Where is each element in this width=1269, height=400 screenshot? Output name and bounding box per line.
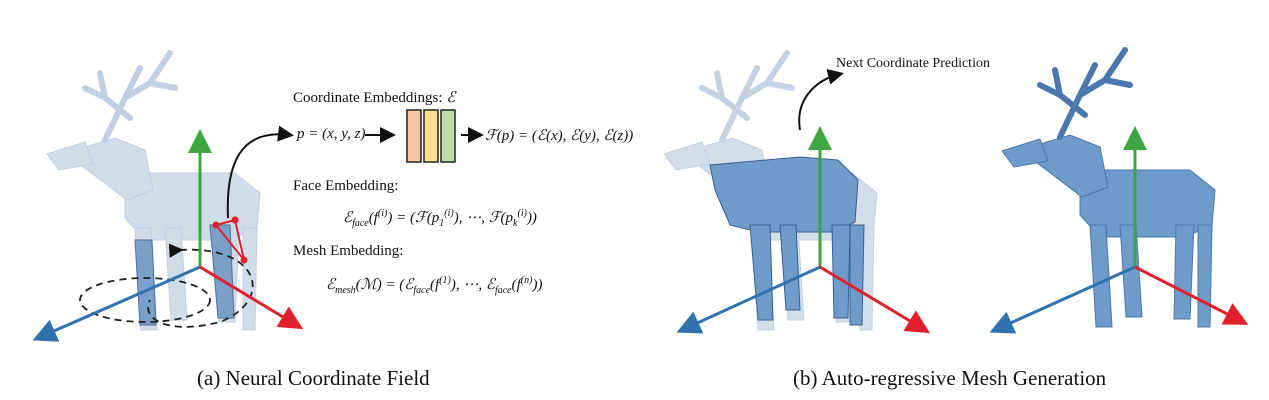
axes-middle — [676, 126, 931, 334]
face-embedding-label: Face Embedding: — [293, 178, 399, 194]
field-equation: ℱ(p) = (ℰ(x), ℰ(y), ℰ(z)) — [485, 128, 634, 144]
vertex-point — [240, 256, 248, 264]
deer-front-legs-highlight — [134, 224, 235, 326]
embedding-z-block — [440, 109, 456, 163]
embedding-y-block — [423, 109, 439, 163]
point-to-embedding-arrow — [226, 125, 294, 219]
caption-b: (b) Auto-regressive Mesh Generation — [793, 366, 1107, 390]
deer-mesh-partial — [664, 53, 877, 330]
mesh-embedding-equation: ℰmesh(ℳ) = (ℰface(f(1)), ⋯, ℰface(f(n))) — [326, 275, 543, 296]
dashed-orbit-small — [79, 277, 211, 323]
embedding-blocks — [406, 109, 456, 163]
next-coordinate-prediction-label: Next Coordinate Prediction — [836, 56, 990, 71]
point-equation: p = (x, y, z) — [297, 126, 366, 142]
next-prediction-arrow — [798, 69, 844, 131]
axes-right — [989, 126, 1249, 334]
dashed-orbit-large — [147, 243, 254, 328]
mesh-embedding-label: Mesh Embedding: — [293, 243, 404, 259]
caption-a: (a) Neural Coordinate Field — [197, 366, 430, 390]
deer-mesh-complete — [1002, 50, 1215, 327]
embedding-x-block — [406, 109, 422, 163]
vertex-point — [212, 221, 220, 229]
selected-face — [214, 218, 245, 261]
axes-left — [32, 129, 304, 342]
face-embedding-equation: ℰface(f(i)) = (ℱ(p1(i)), ⋯, ℱ(pk(i))) — [343, 208, 537, 229]
vertex-point — [231, 216, 239, 224]
coord-embeddings-label: Coordinate Embeddings: ℰ — [293, 90, 456, 106]
